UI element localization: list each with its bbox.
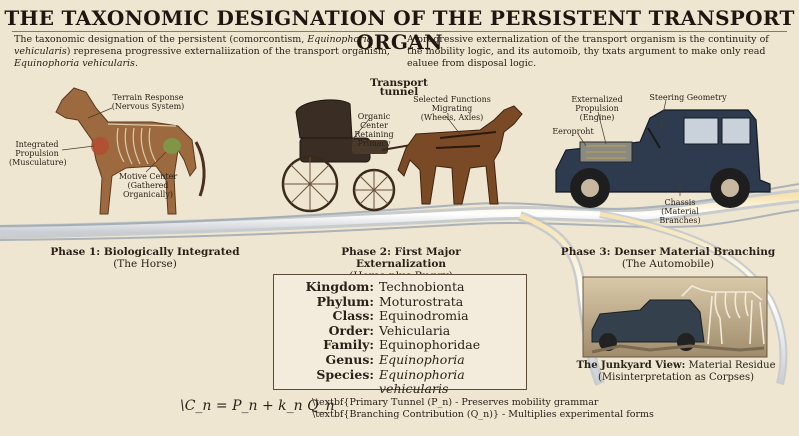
- taxonomy-box: Kingdom: Technobionta Phylum: Moturostrata…: [273, 274, 527, 396]
- terrain-response-label: Terrain Response(Nervous System): [111, 93, 185, 111]
- taxonomy-row-family: Family: Equinophoridae: [274, 338, 526, 353]
- rank-label: Kingdom:: [305, 279, 374, 294]
- taxonomy-row-order: Order: Vehicularia: [274, 322, 526, 339]
- junkyard-subtitle: (Misinterpretation as Corpses): [598, 372, 754, 383]
- intro-left-italic-a: Equinophoria vehicularis: [14, 34, 373, 57]
- page-title: THE TAXONOMIC DESIGNATION OF THE PERSIST…: [4, 6, 795, 54]
- intro-left-italic-b: Equinophoria vehicularis: [14, 58, 135, 69]
- rank-value: Equinodromia: [379, 308, 469, 324]
- transport-tunnel-label: Transport tunnel: [370, 77, 428, 98]
- automobile-illustration: [555, 109, 771, 208]
- phase-3-title: Phase 3: Denser Material Branching(The A…: [560, 246, 776, 270]
- title-divider: [12, 31, 787, 32]
- junkyard-title: The Junkyard View:: [576, 360, 686, 371]
- taxonomy-row-class: Class:Equinodromia: [274, 309, 526, 324]
- externalized-propulsion-label: Externalized Propulsion(Engine): [571, 95, 623, 122]
- integrated-propulsion-label: Integrated Propulsion(Musculature): [9, 140, 67, 167]
- rank-label: Phylum:: [316, 293, 374, 309]
- label-leaders: [61, 99, 681, 196]
- rank-label: Family:: [323, 337, 374, 353]
- steering-geometry-label: Steering Geometry: [649, 93, 727, 102]
- intro-left-text-c: .: [134, 58, 138, 69]
- rank-value: Vehicularia: [379, 322, 451, 338]
- taxonomy-row-species: Species: Equinophoria vehicularis: [274, 366, 526, 397]
- horse-and-buggy-illustration: [281, 99, 523, 213]
- formula-note-primary: \textbf{Primary Tunnel (P_n) - Preserves…: [312, 397, 599, 408]
- formula-notes: \textbf{Primary Tunnel (P_n) - Preserves…: [312, 397, 654, 421]
- formula-note-branching: \textbf{Branching Contribution (Q_n)} - …: [312, 409, 654, 420]
- rank-label: Order:: [328, 322, 374, 338]
- rank-label: Class:: [332, 308, 375, 324]
- rank-value: Equinophoridae: [379, 337, 481, 353]
- taxonomy-row-phylum: Phylum: Moturostrata: [274, 293, 526, 310]
- motive-center-label: Motive Center(Gathered Organically): [118, 172, 178, 199]
- rank-label: Species:: [316, 366, 374, 382]
- rank-label: Genus:: [325, 351, 374, 367]
- organic-center-label: Organic Center Retaining Primacy: [354, 112, 394, 148]
- rank-value: Equinophoria vehicularis: [379, 366, 465, 397]
- rank-value: Equinophoria: [379, 351, 465, 367]
- taxonomy-row-genus: Genus: Equinophoria: [274, 351, 526, 368]
- selected-functions-label: Selected Functions Migrating(Wheels, Axl…: [413, 95, 491, 122]
- intro-left-text-b: ) represena progressive externaliization…: [66, 46, 390, 57]
- rank-value: Moturostrata: [379, 293, 464, 309]
- phase-1-title: Phase 1: Biologically Integrated(The Hor…: [50, 246, 240, 270]
- junkyard-illustration: [582, 276, 768, 358]
- junkyard-caption: The Junkyard View: Material Residue (Mis…: [573, 360, 779, 384]
- intro-left-text-a: The taxonomic designation of the persist…: [14, 34, 308, 45]
- rank-value: Technobionta: [379, 279, 465, 294]
- motive-center-highlight: [163, 138, 181, 154]
- junkyard-title-rest: Material Residue: [685, 360, 776, 371]
- muscle-highlight: [91, 137, 109, 155]
- intro-right-paragraph: A progressive externalization of the tra…: [407, 34, 769, 69]
- eeroproht-label: Eeroproht: [552, 127, 594, 136]
- taxonomy-row-kingdom: Kingdom: Technobionta: [274, 279, 526, 295]
- anatomical-horse-illustration: [55, 87, 206, 215]
- transport-tunnel: [0, 183, 799, 386]
- intro-left-paragraph: The taxonomic designation of the persist…: [14, 34, 396, 70]
- chassis-label: Chassis(Material Branches): [659, 198, 701, 225]
- formula: \C_n = P_n + k_n Q_n: [180, 398, 335, 414]
